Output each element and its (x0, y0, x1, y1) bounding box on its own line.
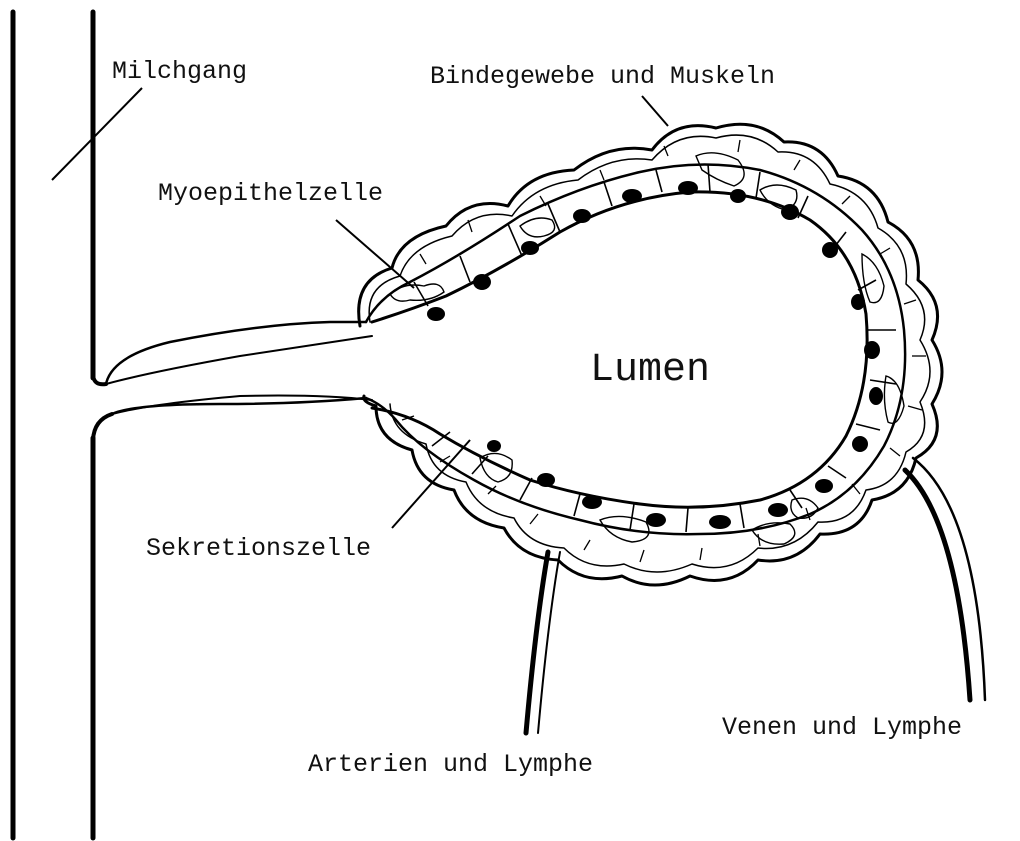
duct-upper-inner (106, 336, 372, 384)
milk-duct (13, 12, 112, 838)
label-arterien: Arterien und Lymphe (308, 750, 593, 779)
alveolar-duct (106, 322, 372, 414)
label-milchgang: Milchgang (112, 57, 247, 86)
duct-lower-outer (112, 398, 366, 414)
duct-corner-top (93, 375, 106, 384)
label-sekretionszelle: Sekretionszelle (146, 534, 371, 563)
label-myoepithelzelle: Myoepithelzelle (158, 179, 383, 208)
label-bindegewebe: Bindegewebe und Muskeln (430, 62, 775, 91)
bindegewebe-leader (642, 96, 668, 126)
label-lumen: Lumen (590, 348, 710, 393)
label-venen: Venen und Lymphe (722, 713, 962, 742)
duct-corner-bottom (93, 414, 112, 440)
labels: Milchgang Bindegewebe und Muskeln Myoepi… (112, 57, 962, 779)
milchgang-leader (52, 88, 142, 180)
vein-vessel-a (905, 470, 970, 700)
artery-vessel-a (526, 552, 548, 733)
